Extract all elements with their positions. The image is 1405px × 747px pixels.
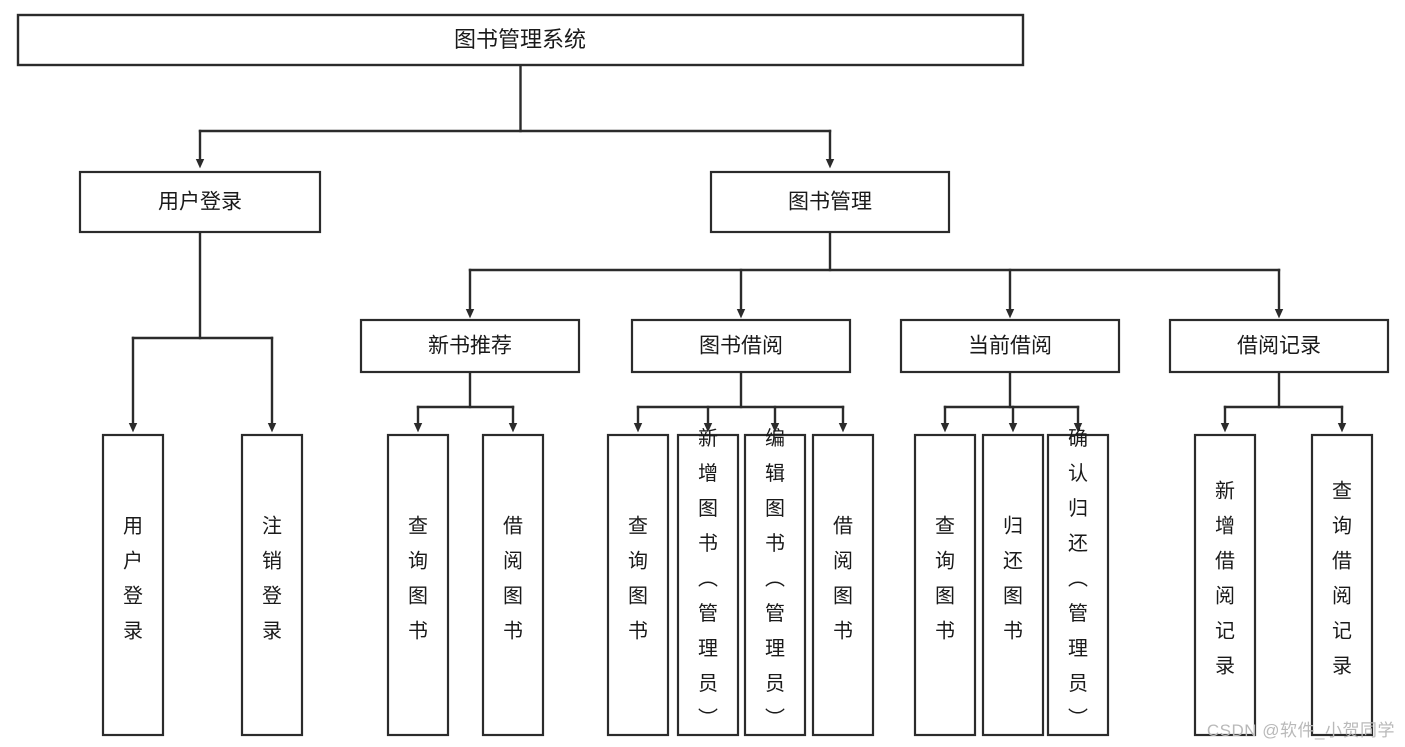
- leaf-node-return-book[interactable]: 归还图书: [981, 433, 1045, 737]
- node-root-rect[interactable]: [16, 13, 1025, 67]
- leaf-node-layer: 用户登录 注销登录 查询图书 借阅图书 查询图书 新增图书︵管理员︶: [101, 427, 1374, 737]
- leaf-node-query-book-current[interactable]: 查询图书: [913, 433, 977, 737]
- node-book-management[interactable]: 图书管理: [709, 170, 951, 234]
- leaf-node-query-borrow-record-rect[interactable]: [1310, 433, 1374, 737]
- leaf-node-query-book-new-rect[interactable]: [386, 433, 450, 737]
- node-new-book-recommend-rect[interactable]: [359, 318, 581, 374]
- node-book-borrow-label: 图书借阅: [699, 335, 783, 358]
- node-book-borrow-rect[interactable]: [630, 318, 852, 374]
- leaf-node-confirm-return-admin-rect[interactable]: [1046, 433, 1110, 737]
- leaf-node-borrow-book[interactable]: 借阅图书: [811, 433, 875, 737]
- leaf-node-add-book-admin[interactable]: 新增图书︵管理员︶: [676, 427, 740, 737]
- node-current-borrow-label: 当前借阅: [968, 335, 1052, 358]
- connector-layer: [128, 63, 1347, 433]
- node-book-management-rect[interactable]: [709, 170, 951, 234]
- leaf-node-logout[interactable]: 注销登录: [240, 433, 304, 737]
- leaf-node-add-borrow-record-label: 新增借阅记录: [1215, 480, 1235, 678]
- leaf-node-user-login-label: 用户登录: [123, 516, 143, 643]
- leaf-node-return-book-rect[interactable]: [981, 433, 1045, 737]
- node-borrow-record-label: 借阅记录: [1237, 335, 1321, 358]
- leaf-node-borrow-book-label: 借阅图书: [833, 515, 853, 643]
- node-user-login-rect[interactable]: [78, 170, 322, 234]
- leaf-node-edit-book-admin-rect[interactable]: [743, 433, 807, 737]
- node-current-borrow-rect[interactable]: [899, 318, 1121, 374]
- node-current-borrow[interactable]: 当前借阅: [899, 318, 1121, 374]
- leaf-node-confirm-return-admin[interactable]: 确认归还︵管理员︶: [1046, 427, 1110, 737]
- leaf-node-add-borrow-record-rect[interactable]: [1193, 433, 1257, 737]
- leaf-node-query-book-borrow[interactable]: 查询图书: [606, 433, 670, 737]
- node-root-label: 图书管理系统: [454, 27, 586, 52]
- leaf-node-add-book-admin-label: 新增图书︵管理员︶: [698, 427, 718, 730]
- leaf-node-borrow-book-rect[interactable]: [811, 433, 875, 737]
- leaf-node-borrow-book-new[interactable]: 借阅图书: [481, 433, 545, 737]
- leaf-node-add-borrow-record[interactable]: 新增借阅记录: [1193, 433, 1257, 737]
- node-new-book-recommend-label: 新书推荐: [428, 335, 512, 358]
- node-book-management-label: 图书管理: [788, 191, 872, 214]
- node-book-borrow[interactable]: 图书借阅: [630, 318, 852, 374]
- leaf-node-return-book-label: 归还图书: [1003, 515, 1023, 643]
- node-user-login[interactable]: 用户登录: [78, 170, 322, 234]
- leaf-node-query-borrow-record-label: 查询借阅记录: [1332, 480, 1352, 678]
- leaf-node-query-book-current-label: 查询图书: [935, 515, 955, 643]
- leaf-node-query-book-borrow-rect[interactable]: [606, 433, 670, 737]
- node-new-book-recommend[interactable]: 新书推荐: [359, 318, 581, 374]
- node-borrow-record-rect[interactable]: [1168, 318, 1390, 374]
- leaf-node-query-book-current-rect[interactable]: [913, 433, 977, 737]
- leaf-node-query-book-new-label: 查询图书: [408, 515, 428, 643]
- leaf-node-edit-book-admin-label: 编辑图书︵管理员︶: [765, 427, 785, 730]
- leaf-node-edit-book-admin[interactable]: 编辑图书︵管理员︶: [743, 427, 807, 737]
- leaf-node-logout-label: 注销登录: [262, 515, 282, 643]
- leaf-node-confirm-return-admin-label: 确认归还︵管理员︶: [1068, 427, 1088, 730]
- leaf-node-user-login-rect[interactable]: [101, 433, 165, 737]
- node-borrow-record[interactable]: 借阅记录: [1168, 318, 1390, 374]
- leaf-node-add-book-admin-rect[interactable]: [676, 433, 740, 737]
- leaf-node-query-book-new[interactable]: 查询图书: [386, 433, 450, 737]
- node-root[interactable]: 图书管理系统: [16, 13, 1025, 67]
- leaf-node-query-borrow-record[interactable]: 查询借阅记录: [1310, 433, 1374, 737]
- leaf-node-logout-rect[interactable]: [240, 433, 304, 737]
- node-user-login-label: 用户登录: [158, 191, 242, 214]
- leaf-node-borrow-book-new-label: 借阅图书: [503, 515, 523, 643]
- leaf-node-borrow-book-new-rect[interactable]: [481, 433, 545, 737]
- leaf-node-query-book-borrow-label: 查询图书: [628, 515, 648, 643]
- leaf-node-user-login[interactable]: 用户登录: [101, 433, 165, 737]
